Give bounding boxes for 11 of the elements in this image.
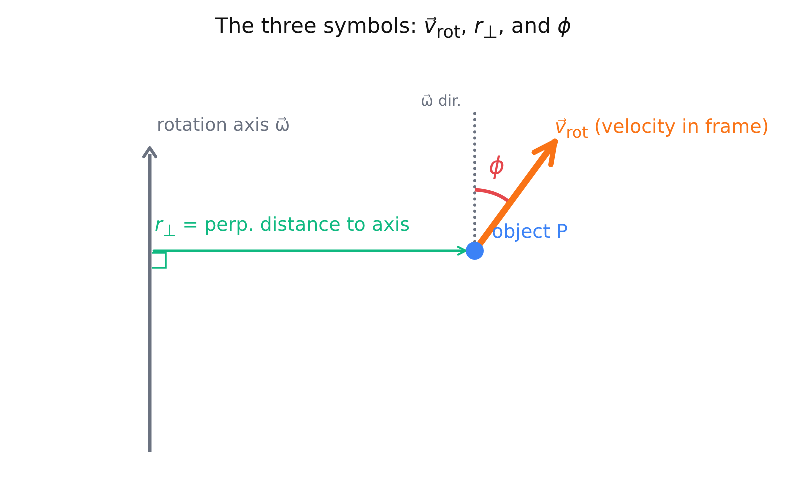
title: The three symbols: v⃗$_{rot}$, r$_{⊥}$, and ϕ (214, 14, 572, 44)
axis-label: rotation axis ω⃗ (157, 115, 290, 136)
velocity-label: v⃗$_{rot}$ (velocity in frame) (555, 112, 795, 142)
dotted-line (474, 110, 476, 244)
angle-label: ϕ (489, 152, 505, 180)
thick-arrow (477, 138, 558, 247)
point-dot (466, 242, 484, 260)
edge-label: r$_{⊥}$ = perp. distance to axis (155, 214, 410, 240)
point-label: object P (492, 221, 568, 243)
arrow (152, 246, 468, 256)
direction-label: ω⃗ dir. (421, 90, 479, 112)
